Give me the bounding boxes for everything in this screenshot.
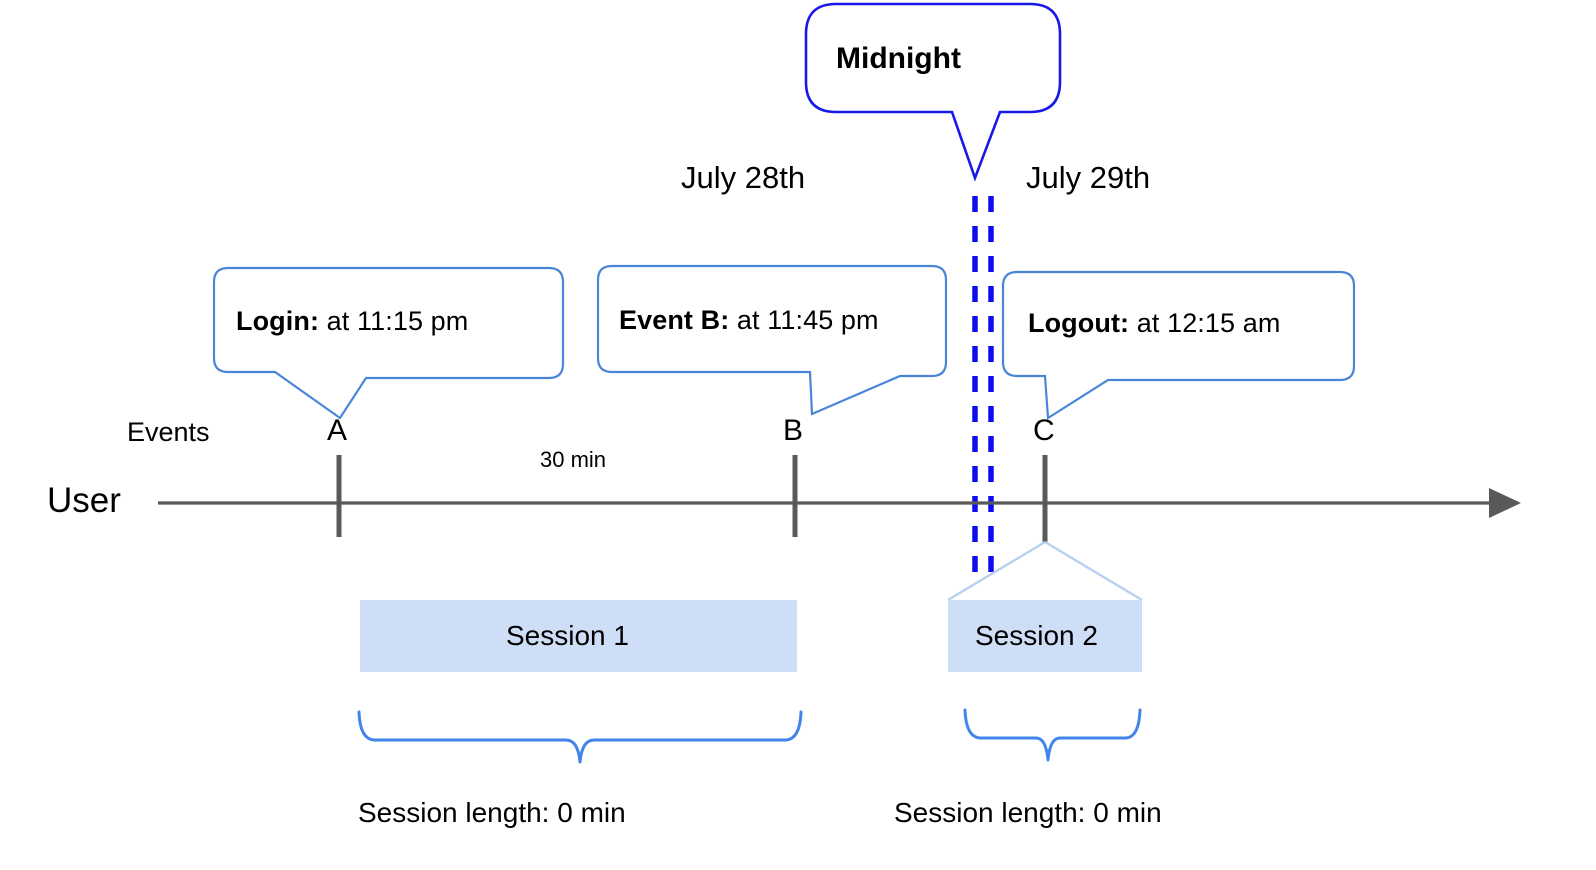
tick-letter-c: C [1033,414,1055,447]
logout-callout-label: Logout: at 12:15 am [1028,310,1280,337]
login-callout-detail: at 11:15 pm [319,306,469,336]
logout-callout-detail: at 12:15 am [1129,308,1281,338]
login-callout-label: Login: at 11:15 pm [236,308,468,335]
tick-letter-a: A [327,414,348,447]
date-label-july-28: July 28th [681,160,806,195]
event-b-callout-name: Event B: [619,305,730,335]
session-2-connector-right [1044,540,1143,602]
session-1-length-label: Session length: 0 min [358,797,626,828]
date-label-july-29: July 29th [1026,160,1151,195]
session-2-length-label: Session length: 0 min [894,797,1162,828]
midnight-callout-label: Midnight [836,42,961,75]
event-b-callout-label: Event B: at 11:45 pm [619,307,879,334]
session-1-label: Session 1 [506,620,629,651]
login-callout-name: Login: [236,306,320,336]
timeline-axis-arrowhead [1489,488,1521,518]
session-2-brace [963,708,1142,762]
logout-callout-shape [1001,270,1356,420]
session-2-label: Session 2 [975,620,1098,651]
midnight-callout-shape [804,2,1062,182]
session-2-box [948,600,1142,672]
row-label-events: Events [127,417,210,447]
duration-label-a-to-b: 30 min [540,447,607,472]
tick-letter-b: B [783,414,804,447]
session-1-brace [357,710,803,764]
logout-callout-name: Logout: [1028,308,1130,338]
login-callout-shape [212,266,565,420]
row-label-user: User [47,481,121,520]
session-2-connector-left [947,540,1046,602]
session-1-box [360,600,797,672]
event-b-callout-detail: at 11:45 pm [729,305,879,335]
event-b-callout-shape [596,264,948,416]
